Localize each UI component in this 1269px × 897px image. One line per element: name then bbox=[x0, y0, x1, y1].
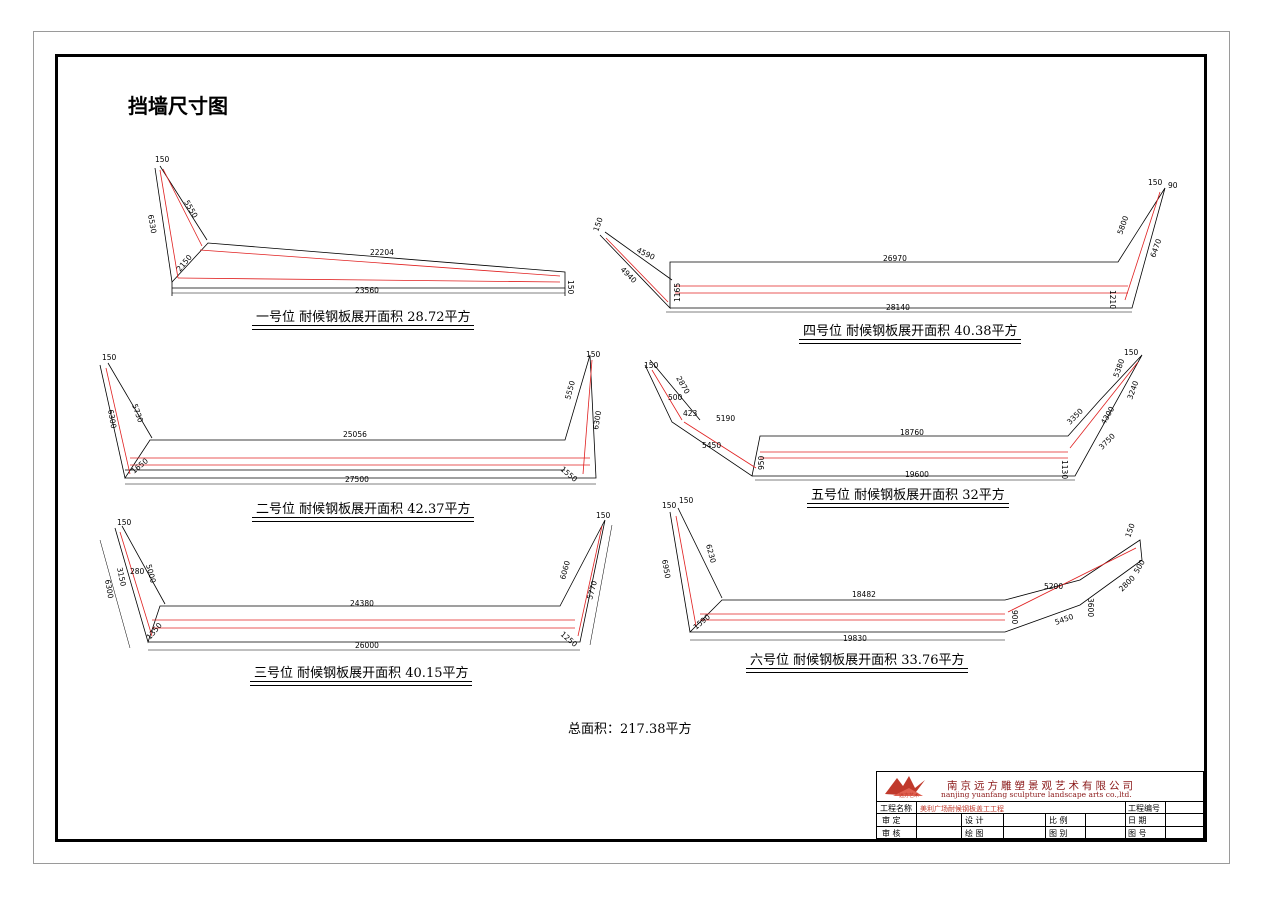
wall-5-drawing bbox=[644, 354, 1143, 481]
dim-label: 1350 bbox=[145, 621, 164, 642]
dim-label: 3350 bbox=[1065, 406, 1085, 426]
dim-label: 1650 bbox=[130, 456, 151, 475]
wall-6-drawing bbox=[669, 507, 1143, 641]
dim-label: 18760 bbox=[900, 428, 924, 437]
dim-label: 26970 bbox=[883, 254, 907, 263]
dim-label: 5190 bbox=[716, 414, 735, 423]
dim-label: 5730 bbox=[130, 403, 145, 424]
dim-label: 500 bbox=[1132, 558, 1147, 575]
wall-1-caption: 一号位 耐候钢板展开面积 28.72平方 bbox=[252, 306, 475, 330]
scale-label: 比 例 bbox=[1049, 816, 1068, 825]
company-name-en: nanjing yuanfang sculpture landscape art… bbox=[941, 790, 1132, 799]
dim-label: 6950 bbox=[660, 559, 672, 580]
dim-label: 150 bbox=[102, 353, 117, 362]
dim-label: 5550 bbox=[563, 380, 577, 401]
dim-label: 2150 bbox=[175, 253, 194, 274]
dim-label: 90 bbox=[1168, 181, 1178, 190]
dim-label: 150 bbox=[591, 216, 604, 233]
dim-label: 18482 bbox=[852, 590, 876, 599]
dim-label: 6060 bbox=[558, 560, 572, 581]
dim-label: 6300 bbox=[106, 409, 118, 430]
dim-label: 3240 bbox=[1125, 379, 1140, 400]
dim-label: 24380 bbox=[350, 599, 374, 608]
dim-label: 900 bbox=[1010, 610, 1019, 625]
dim-label: 950 bbox=[757, 455, 766, 470]
dim-label: 6530 bbox=[146, 214, 158, 235]
dim-label: 150 bbox=[1124, 348, 1139, 357]
dim-label: 4590 bbox=[635, 246, 656, 262]
wall-5-caption: 五号位 耐候钢板展开面积 32平方 bbox=[807, 484, 1009, 508]
dim-label: 5800 bbox=[1115, 214, 1130, 235]
dim-label: 19830 bbox=[843, 634, 867, 643]
dim-label: 1250 bbox=[559, 630, 580, 649]
wall-2-drawing bbox=[99, 354, 597, 485]
category-label: 图 别 bbox=[1049, 829, 1068, 838]
page-title: 挡墙尺寸图 bbox=[128, 94, 228, 118]
project-name-label: 工程名称 bbox=[880, 804, 912, 813]
dim-label: 5000 bbox=[144, 563, 158, 584]
total-area: 总面积：217.38平方 bbox=[568, 722, 692, 737]
dim-label: 150 bbox=[566, 280, 575, 295]
dim-label: 26000 bbox=[355, 641, 379, 650]
dim-label: 150 bbox=[155, 155, 170, 164]
review-label: 审 核 bbox=[882, 829, 901, 838]
dim-label: 5450 bbox=[702, 441, 721, 450]
drawing-frame bbox=[55, 54, 1207, 842]
dim-label: 150 bbox=[679, 496, 694, 505]
dim-label: 5380 bbox=[1111, 357, 1126, 378]
logo-text: 远方艺术 bbox=[899, 793, 920, 799]
drawing-no-label: 图 号 bbox=[1128, 829, 1147, 838]
company-name-cn: 南京远方雕塑景观艺术有限公司 bbox=[947, 780, 1136, 792]
dim-label: 3150 bbox=[115, 567, 128, 588]
drawn-label: 绘 图 bbox=[965, 829, 984, 838]
dim-label: 150 bbox=[117, 518, 132, 527]
wall-1-drawing bbox=[154, 165, 566, 296]
dim-label: 150 bbox=[596, 511, 611, 520]
title-block: 远方艺术 南京远方雕塑景观艺术有限公司 nanjing yuanfang scu… bbox=[876, 771, 1204, 840]
dim-label: 6230 bbox=[704, 543, 718, 564]
dim-label: 150 bbox=[1148, 178, 1163, 187]
wall-2-caption: 二号位 耐候钢板展开面积 42.37平方 bbox=[252, 498, 475, 522]
dim-label: 23560 bbox=[355, 286, 379, 295]
design-label: 设 计 bbox=[965, 816, 984, 825]
dim-label: 150 bbox=[586, 350, 601, 359]
dim-label: 6300 bbox=[103, 579, 115, 600]
company-logo-icon bbox=[885, 776, 925, 796]
dim-label: 150 bbox=[1123, 522, 1136, 539]
dim-label: 6300 bbox=[591, 410, 603, 431]
dim-label: 5450 bbox=[1054, 612, 1075, 627]
wall-4-drawing bbox=[599, 187, 1166, 313]
project-no-label: 工程编号 bbox=[1128, 804, 1160, 813]
project-name-value: 美利广场耐候钢板盖工工程 bbox=[920, 805, 1004, 813]
drawing-sheet bbox=[33, 31, 1230, 864]
wall-4-caption: 四号位 耐候钢板展开面积 40.38平方 bbox=[799, 320, 1022, 344]
dim-label: 5550 bbox=[182, 199, 199, 220]
date-label: 日 期 bbox=[1128, 816, 1147, 825]
wall-3-caption: 三号位 耐候钢板展开面积 40.15平方 bbox=[250, 662, 473, 686]
dim-label: 1550 bbox=[559, 465, 580, 484]
dim-label: 3750 bbox=[1097, 431, 1117, 451]
dim-label: 150 bbox=[662, 501, 677, 510]
approve-label: 审 定 bbox=[882, 816, 901, 825]
dim-label: 1165 bbox=[673, 283, 682, 302]
dim-label: 5770 bbox=[585, 580, 599, 601]
dim-label: 150 bbox=[644, 361, 659, 370]
dim-label: 19600 bbox=[905, 470, 929, 479]
dim-label: 28140 bbox=[886, 303, 910, 312]
dim-label: 500 bbox=[668, 393, 683, 402]
dim-label: 27500 bbox=[345, 475, 369, 484]
dim-label: 3600 bbox=[1086, 598, 1095, 617]
wall-3-drawing bbox=[99, 519, 613, 651]
dim-label: 1590 bbox=[692, 612, 713, 631]
dim-label: 1130 bbox=[1060, 460, 1069, 479]
dim-label: 25056 bbox=[343, 430, 367, 439]
wall-6-caption: 六号位 耐候钢板展开面积 33.76平方 bbox=[746, 649, 969, 673]
dim-label: 22204 bbox=[370, 248, 394, 257]
dim-label: 280 bbox=[130, 567, 145, 576]
dim-label: 423 bbox=[683, 409, 698, 418]
dim-label: 1210 bbox=[1108, 290, 1117, 309]
dim-label: 5200 bbox=[1044, 582, 1063, 591]
